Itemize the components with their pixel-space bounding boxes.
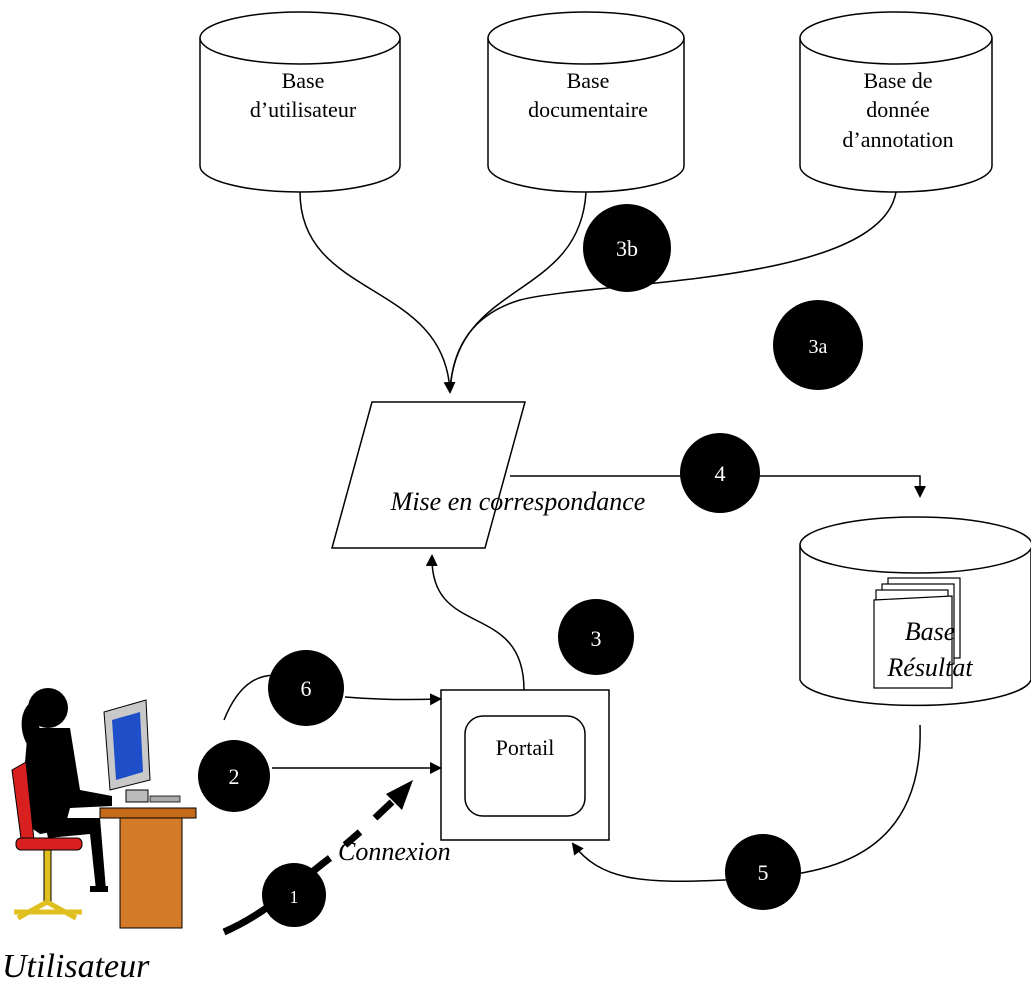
result-database-label-line1: Base xyxy=(905,617,956,646)
result-database-label-line2: Résultat xyxy=(886,653,973,682)
documents-icon xyxy=(873,577,961,689)
user-database: Base d’utilisateur xyxy=(199,11,401,193)
step-badge-5-label: 5 xyxy=(758,860,769,885)
step-badge-1: 1 xyxy=(262,863,326,927)
step-badge-6-label: 6 xyxy=(301,676,312,701)
user-database-label-line1: Base xyxy=(282,68,325,93)
annotation-database-label-line2: donnée xyxy=(866,97,930,122)
user-at-computer-icon xyxy=(11,688,197,929)
matching-label: Mise en correspondance xyxy=(390,487,646,516)
document-database-label-line2: documentaire xyxy=(528,97,648,122)
step-badge-2: 2 xyxy=(198,740,270,812)
step-badge-4: 4 xyxy=(680,433,760,513)
connector-annotations-to-matching xyxy=(449,191,897,393)
matching-process: Mise en correspondance xyxy=(331,401,646,549)
connector-users-to-matching xyxy=(299,191,456,394)
connexion-label: Connexion xyxy=(338,837,451,866)
step-badge-6: 6 xyxy=(268,650,344,726)
step-badge-3b-label: 3b xyxy=(616,236,638,261)
document-database-label-line1: Base xyxy=(567,68,610,93)
step-badge-3b: 3b xyxy=(583,204,671,292)
step-badge-3a-label: 3a xyxy=(809,336,828,358)
portal[interactable]: Portail xyxy=(440,689,610,841)
step-badge-3-label: 3 xyxy=(591,626,602,651)
annotation-database-label-line3: d’annotation xyxy=(842,127,953,152)
portal-label: Portail xyxy=(496,735,555,760)
step-badge-2-label: 2 xyxy=(229,764,240,789)
document-database: Base documentaire xyxy=(487,11,685,193)
step-badge-3: 3 xyxy=(558,599,634,675)
step-badge-3a: 3a xyxy=(773,300,863,390)
connector-portal-to-matching xyxy=(425,554,525,691)
connector-matching-to-result xyxy=(510,475,926,498)
annotation-database: Base de donnée d’annotation xyxy=(799,11,993,193)
annotation-database-label-line1: Base de xyxy=(863,68,932,93)
step-badge-1-label: 1 xyxy=(290,887,299,907)
user-label: Utilisateur xyxy=(2,948,150,985)
step-badge-4-label: 4 xyxy=(715,461,726,486)
result-database: Base Résultat xyxy=(799,516,1031,707)
user-database-label-line2: d’utilisateur xyxy=(250,97,357,122)
step-badge-5: 5 xyxy=(725,834,801,910)
